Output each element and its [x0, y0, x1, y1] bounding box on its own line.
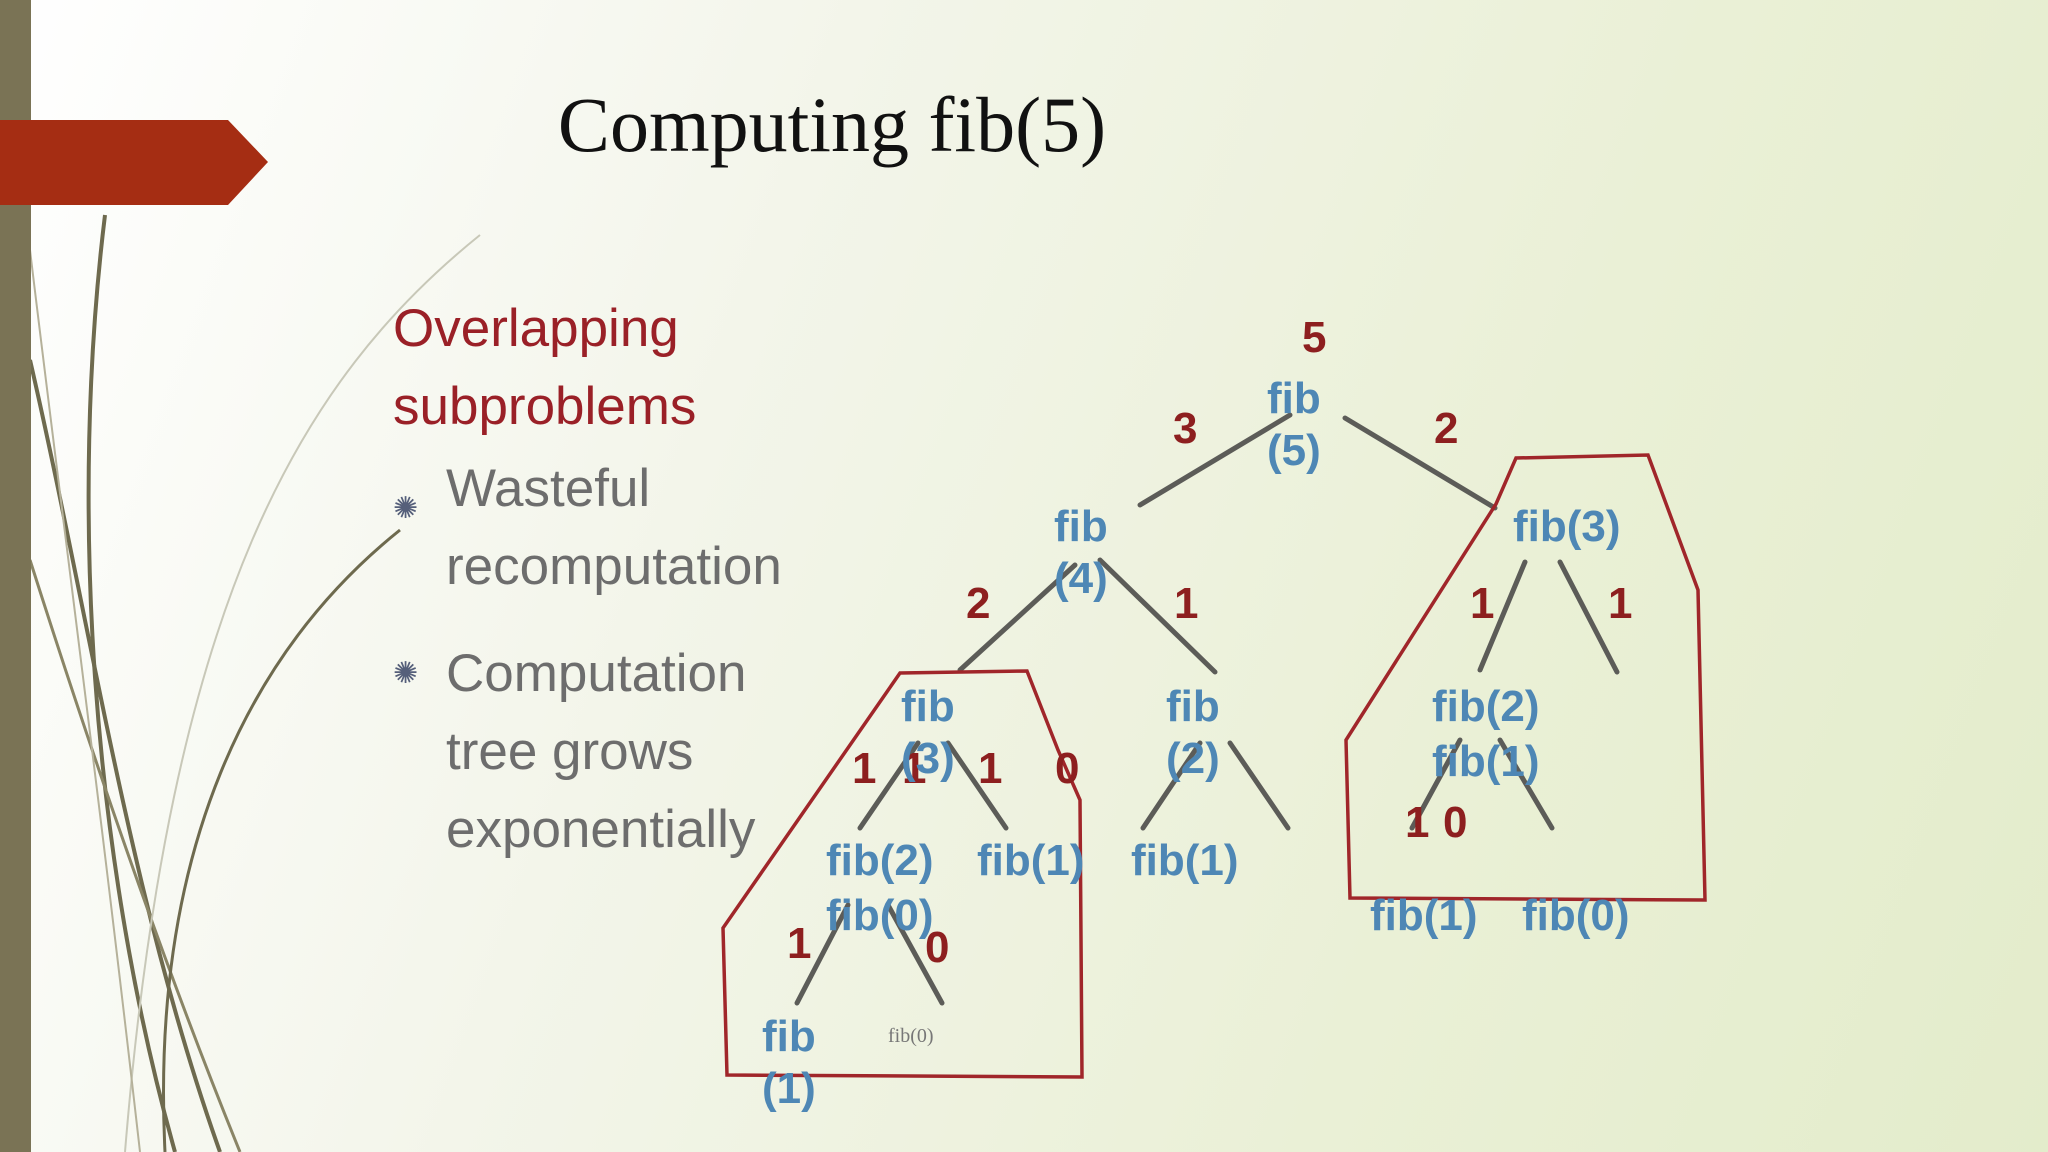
bullet-item: ✺ Wasteful recomputation: [393, 450, 806, 606]
value-label: 1: [787, 919, 812, 968]
value-label: 2: [1434, 404, 1459, 453]
value-label: 1: [1405, 798, 1430, 847]
tree-node-fib2: fib(2): [1166, 682, 1220, 783]
bullet-item: ✺ Computation tree grows exponentially: [393, 635, 806, 869]
asterisk-bullet-icon: ✺: [393, 657, 419, 690]
value-label: 1: [1174, 579, 1199, 628]
tree-node-fib5: fib(5): [1267, 374, 1321, 475]
tree-node-fib3: fib(3): [1513, 502, 1621, 551]
value-label: 2: [966, 579, 991, 628]
value-label: 1: [1608, 579, 1633, 628]
value-label: 0: [1443, 798, 1468, 847]
tree-node-fib1: fib(1): [1432, 737, 1540, 786]
value-label: 0: [925, 923, 950, 972]
bullet-text: Wasteful recomputation: [446, 459, 782, 596]
tree-node-fib1: fib(1): [1370, 891, 1478, 940]
bullet-text: Computation tree grows exponentially: [446, 644, 756, 859]
tree-node-fib0-small: fib(0): [888, 1025, 934, 1047]
value-label: 1: [852, 744, 877, 793]
value-label: 1: [978, 744, 1003, 793]
tree-node-fib0: fib(0): [826, 891, 934, 940]
tree-node-fib3: fib(3): [901, 682, 955, 783]
tree-node-fib2: fib(2): [826, 836, 934, 885]
value-label: 1: [902, 744, 927, 793]
tree-node-fib1: fib(1): [977, 836, 1085, 885]
title-arrow-shape: [0, 120, 268, 205]
value-label: 0: [1055, 744, 1080, 793]
tree-node-fib1: fib(1): [762, 1012, 816, 1113]
subproblem-outlines: [721, 453, 1707, 1079]
value-label: 5: [1302, 313, 1327, 362]
slide-title: Computing fib(5): [557, 81, 1107, 168]
tree-node-fib4: fib(4): [1054, 502, 1108, 603]
asterisk-bullet-icon: ✺: [393, 492, 419, 525]
tree-node-fib2: fib(2): [1432, 682, 1540, 731]
section-heading: Overlapping subproblems: [393, 299, 697, 436]
tree-node-fib1: fib(1): [1131, 836, 1239, 885]
value-label: 3: [1173, 404, 1198, 453]
value-label: 1: [1470, 579, 1495, 628]
tree-node-fib0: fib(0): [1522, 891, 1630, 940]
